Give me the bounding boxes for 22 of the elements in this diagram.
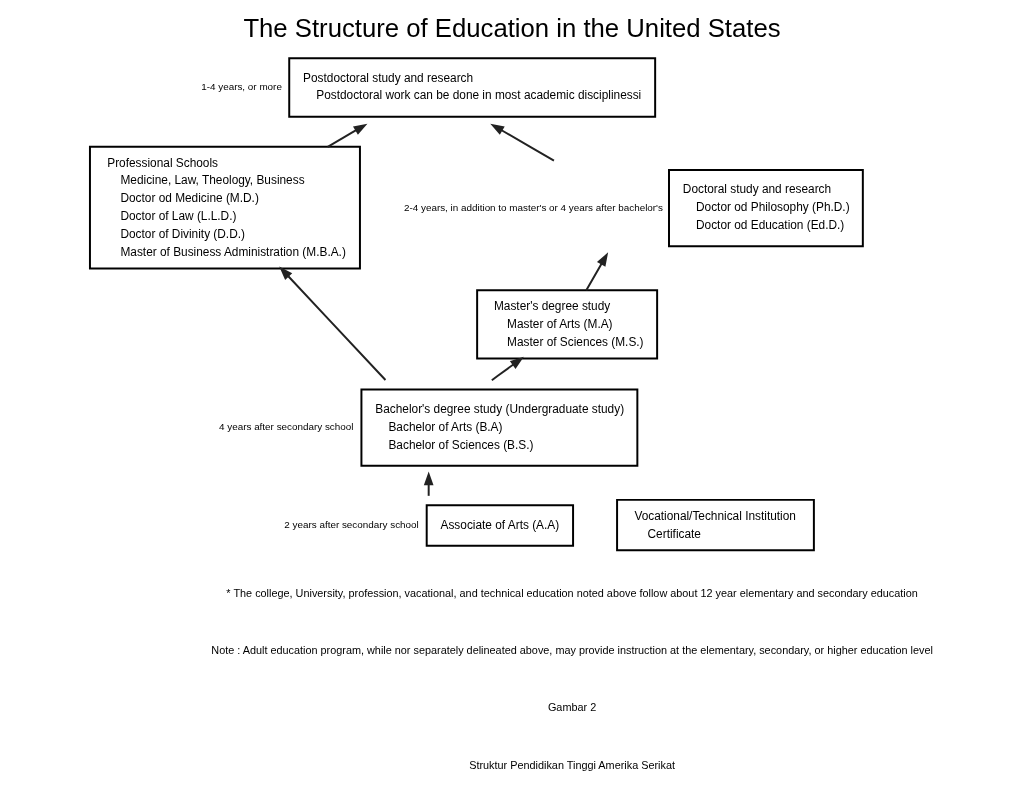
node-box: Doctoral study and research Doctor od Philosophy (Ph.D.) Doctor od Education (Ed.D.) <box>668 169 864 248</box>
arrow <box>326 123 368 148</box>
node-box: Postdoctoral study and research Postdoctoral work can be done in most academic disciplinessi <box>288 57 657 118</box>
label: Gambar 2 <box>547 701 597 714</box>
node-box: Associate of Arts (A.A) <box>425 504 575 547</box>
node-box: Bachelor's degree study (Undergraduate study) Bachelor of Arts (B.A) Bachelor of Sciences (B.S.) <box>360 388 639 467</box>
arrow <box>490 356 524 382</box>
node-box: Vocational/Technical Institution Certificate <box>616 498 815 552</box>
node-box: Master's degree study Master of Arts (M.A) Master of Sciences (M.S.) <box>476 289 659 360</box>
label: Struktur Pendidikan Tinggi Amerika Serikat <box>469 758 675 771</box>
arrow <box>490 123 555 162</box>
label: Note : Adult education program, while nor separately delineated above, may provide instruction at the elementary, secondary, or higher education level <box>211 643 933 656</box>
node-label: 4 years after secondary school <box>219 421 354 433</box>
label: * The college, University, profession, vacational, and technical education noted above follow about 12 year elementary and secondary education <box>226 586 918 599</box>
diagram-title: The Structure of Education in the United States <box>243 13 781 42</box>
arrow <box>279 266 387 382</box>
node-box: Professional Schools Medicine, Law, Theology, Business Doctor od Medicine (M.D.) Doctor of Law (L.L.D.) Doctor of Divinity (D.D.) Master of Business Administration (M.B.A.) <box>88 145 361 270</box>
node-label: 2 years after secondary school <box>284 519 419 531</box>
arrow <box>585 252 609 292</box>
arrow <box>423 471 434 497</box>
node-label: 1-4 years, or more <box>201 80 282 92</box>
node-label: 2-4 years, in addition to master's or 4 years after bachelor's <box>403 201 663 213</box>
